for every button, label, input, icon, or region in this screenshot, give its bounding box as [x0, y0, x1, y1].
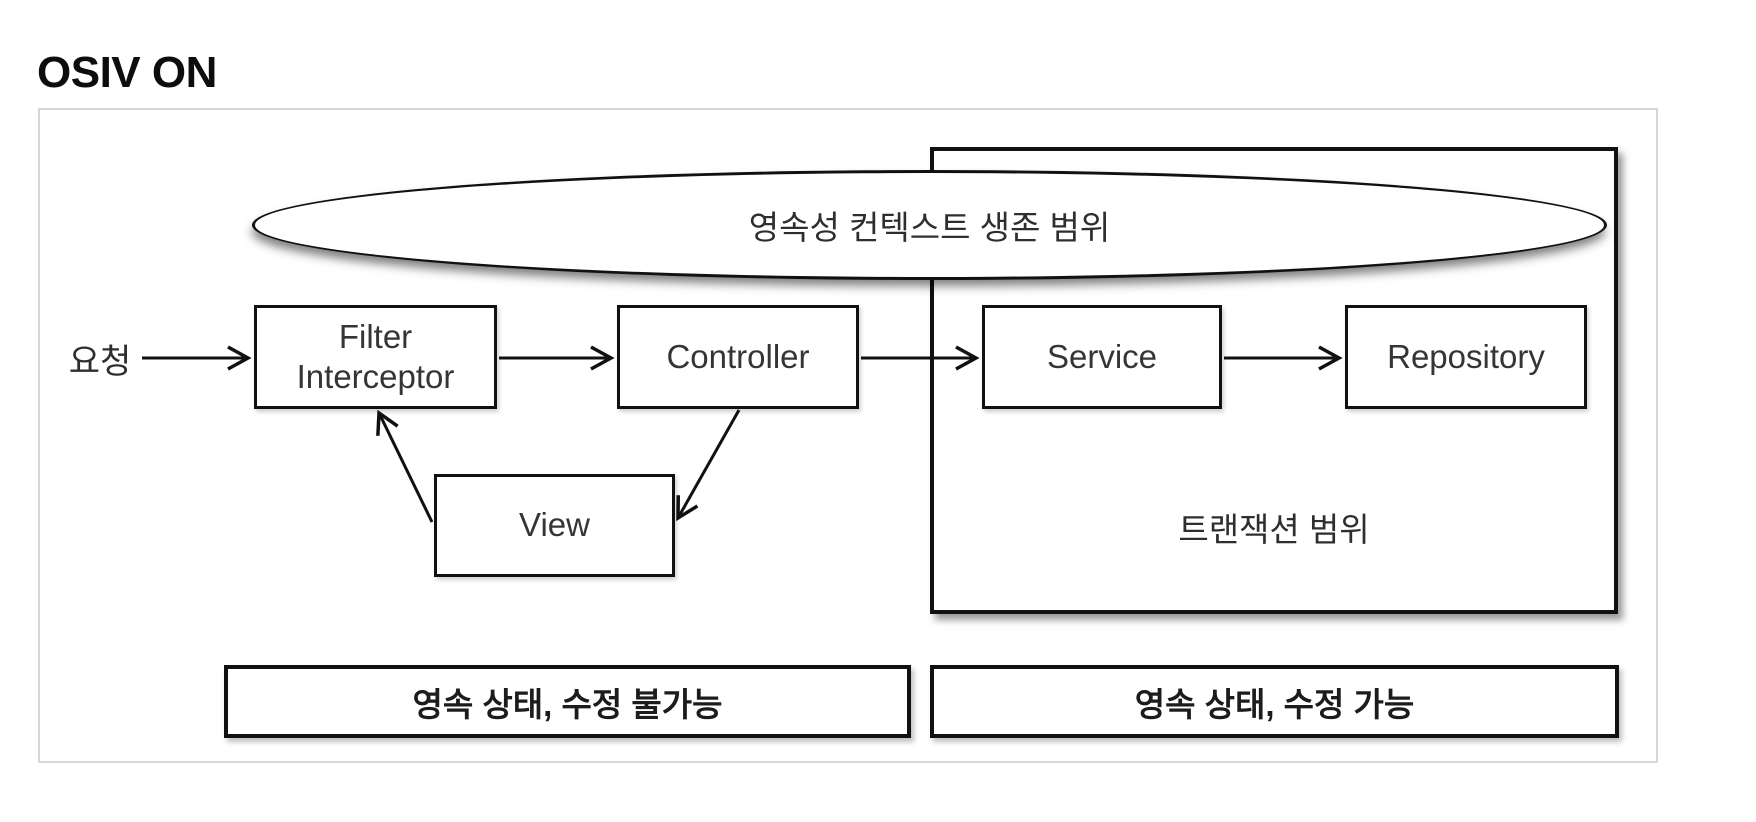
arrow-controller-to-view: [676, 409, 741, 522]
filter-label-line1: Filter: [338, 317, 413, 355]
controller-label: Controller: [666, 337, 810, 375]
arrow-view-to-filter: [376, 409, 434, 523]
status-bar-managed: 영속 상태, 수정 가능: [930, 665, 1619, 738]
node-repository: Repository: [1345, 305, 1587, 409]
node-view: View: [434, 474, 675, 577]
filter-label-line2: Interceptor: [296, 358, 455, 395]
node-filter-interceptor: Filter Interceptor: [254, 305, 497, 409]
page-title: OSIV ON: [37, 48, 217, 97]
persistence-context-scope-label: 영속성 컨텍스트 생존 범위: [748, 209, 1111, 246]
diagram-container: 트랜잭션 범위 영속성 컨텍스트 생존 범위 요청 Filter Interce…: [38, 108, 1658, 763]
status-bar-detached: 영속 상태, 수정 불가능: [224, 665, 911, 738]
service-label: Service: [1046, 337, 1158, 375]
node-service: Service: [982, 305, 1222, 409]
transaction-scope-label: 트랜잭션 범위: [1178, 511, 1370, 548]
status-bar-managed-label: 영속 상태, 수정 가능: [1134, 685, 1415, 723]
view-label: View: [519, 506, 590, 544]
persistence-context-scope-ellipse: 영속성 컨텍스트 생존 범위: [252, 170, 1607, 280]
node-controller: Controller: [617, 305, 859, 409]
request-label: 요청: [68, 342, 132, 381]
repository-label: Repository: [1387, 337, 1545, 375]
status-bar-detached-label: 영속 상태, 수정 불가능: [412, 685, 723, 723]
